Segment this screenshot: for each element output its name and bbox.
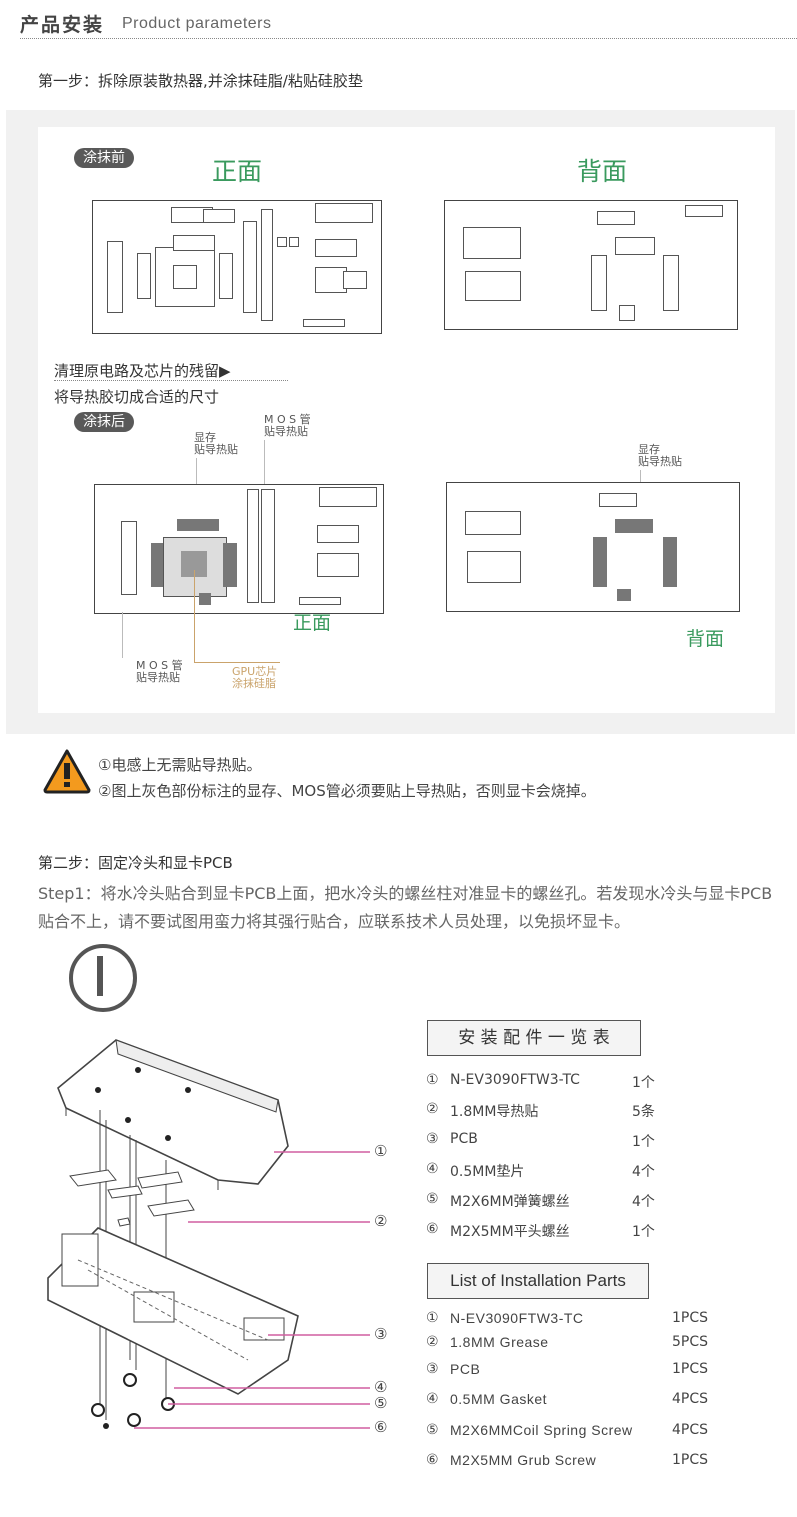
parts_cn-item-num: ⑥ xyxy=(426,1221,439,1237)
parts_cn-item-qty: 1个 xyxy=(632,1131,655,1151)
pcb-back-after xyxy=(446,482,740,612)
back-label-top: 背面 xyxy=(577,152,627,188)
mos-top-leader xyxy=(264,440,265,486)
mos-label-top-line2: 贴导热贴 xyxy=(264,426,311,438)
parts_cn-item-name: 1.8MM导热贴 xyxy=(450,1101,538,1121)
pcb-back-before xyxy=(444,200,738,330)
parts_en-item-name: 0.5MM Gasket xyxy=(450,1391,547,1407)
parts_en-item-num: ④ xyxy=(426,1391,439,1407)
parts_cn-item-num: ⑤ xyxy=(426,1191,439,1207)
front-label-top: 正面 xyxy=(212,152,262,188)
warning-2: ②图上灰色部份标注的显存、MOS管必须要贴上导热贴，否则显卡会烧掉。 xyxy=(98,780,596,801)
parts_cn-item-qty: 1个 xyxy=(632,1221,655,1241)
mos-label-bottom: M O S 管 贴导热贴 xyxy=(136,660,183,684)
parts_en-item-qty: 4PCS xyxy=(672,1422,708,1438)
roman-one-bar xyxy=(97,956,103,996)
parts_cn-item-name: M2X5MM平头螺丝 xyxy=(450,1221,570,1241)
step2-description: Step1：将水冷头贴合到显卡PCB上面，把水冷头的螺丝柱对准显卡的螺丝孔。若发… xyxy=(38,880,788,936)
parts-cn-header: 安 装 配 件 一 览 表 xyxy=(427,1020,641,1056)
parts_en-item-name: 1.8MM Grease xyxy=(450,1334,549,1350)
clean-note-underline xyxy=(54,380,288,381)
gpu-label-line2: 涂抹硅脂 xyxy=(232,678,277,690)
parts_cn-item-qty: 4个 xyxy=(632,1191,655,1211)
parts_en-item-qty: 4PCS xyxy=(672,1391,708,1407)
parts_en-item-name: N-EV3090FTW3-TC xyxy=(450,1310,584,1326)
parts_en-item-qty: 5PCS xyxy=(672,1334,708,1350)
section-title-en: Product parameters xyxy=(122,15,272,33)
warning-triangle-icon xyxy=(42,748,92,794)
parts-en-header: List of Installation Parts xyxy=(427,1263,649,1299)
parts_en-item-num: ③ xyxy=(426,1361,439,1377)
pcb-front-after xyxy=(94,484,384,614)
callout-2: ② xyxy=(374,1212,387,1230)
after-pill: 涂抹后 xyxy=(74,412,134,432)
exploded-diagram xyxy=(38,1020,398,1440)
back-vram-label-line2: 贴导热贴 xyxy=(638,456,682,468)
clean-note: 清理原电路及芯片的残留▶ xyxy=(54,360,231,381)
warning-1: ①电感上无需贴导热贴。 xyxy=(98,754,261,775)
header-divider xyxy=(20,38,797,39)
parts_cn-item-qty: 5条 xyxy=(632,1101,655,1121)
parts_cn-item-qty: 1个 xyxy=(632,1072,655,1092)
before-pill: 涂抹前 xyxy=(74,148,134,168)
parts_en-item-qty: 1PCS xyxy=(672,1452,708,1468)
callout-6: ⑥ xyxy=(374,1418,387,1436)
cut-note: 将导热胶切成合适的尺寸 xyxy=(54,386,219,407)
step1-title: 第一步：拆除原装散热器,并涂抹硅脂/粘贴硅胶垫 xyxy=(38,70,363,91)
parts_en-item-qty: 1PCS xyxy=(672,1310,708,1326)
vram-leader xyxy=(196,458,197,486)
parts_cn-item-name: N-EV3090FTW3-TC xyxy=(450,1072,580,1088)
parts_cn-item-qty: 4个 xyxy=(632,1161,655,1181)
pcb-front-before xyxy=(92,200,382,334)
section-title-cn: 产品安装 xyxy=(20,10,104,37)
parts_cn-item-num: ④ xyxy=(426,1161,439,1177)
mos-label-bottom-line2: 贴导热贴 xyxy=(136,672,183,684)
gpu-leader-v xyxy=(194,570,195,662)
parts_en-item-name: PCB xyxy=(450,1361,480,1377)
mos-bottom-leader xyxy=(122,612,123,658)
gpu-label: GPU芯片 涂抹硅脂 xyxy=(232,666,277,690)
back-label-bottom: 背面 xyxy=(686,624,724,651)
parts_en-item-num: ① xyxy=(426,1310,439,1326)
parts_cn-item-name: 0.5MM垫片 xyxy=(450,1161,524,1181)
vram-label: 显存 贴导热贴 xyxy=(194,432,238,456)
parts_cn-item-num: ③ xyxy=(426,1131,439,1147)
parts_en-item-name: M2X6MMCoil Spring Screw xyxy=(450,1422,633,1438)
parts_en-item-num: ⑤ xyxy=(426,1422,439,1438)
vram-label-line2: 贴导热贴 xyxy=(194,444,238,456)
parts_en-item-qty: 1PCS xyxy=(672,1361,708,1377)
gpu-leader-h xyxy=(194,662,280,663)
parts_cn-item-num: ① xyxy=(426,1072,439,1088)
front-label-bottom: 正面 xyxy=(293,608,331,635)
parts_en-item-num: ② xyxy=(426,1334,439,1350)
back-vram-label: 显存 贴导热贴 xyxy=(638,444,682,468)
mos-label-top: M O S 管 贴导热贴 xyxy=(264,414,311,438)
callout-5: ⑤ xyxy=(374,1394,387,1412)
parts_en-item-name: M2X5MM Grub Screw xyxy=(450,1452,596,1468)
callout-1: ① xyxy=(374,1142,387,1160)
parts_cn-item-name: M2X6MM弹簧螺丝 xyxy=(450,1191,570,1211)
roman-one-icon xyxy=(69,944,137,1012)
callout-3: ③ xyxy=(374,1325,387,1343)
step2-title: 第二步：固定冷头和显卡PCB xyxy=(38,852,233,873)
parts_cn-item-name: PCB xyxy=(450,1131,478,1147)
parts_en-item-num: ⑥ xyxy=(426,1452,439,1468)
parts_cn-item-num: ② xyxy=(426,1101,439,1117)
